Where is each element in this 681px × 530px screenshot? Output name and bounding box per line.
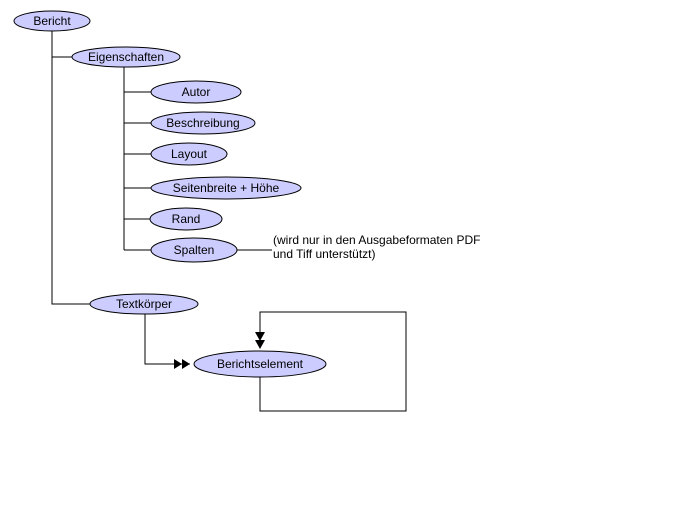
loop-arrow-head-2 [255,340,265,349]
node-bericht-label: Bericht [33,14,71,28]
connector-bericht-eigenschaften [51,30,72,58]
spalten-note-line-1: (wird nur in den Ausgabeformaten PDF [273,233,480,247]
node-beschreibung-label: Beschreibung [166,116,239,130]
node-berichtselement-label: Berichtselement [217,357,304,371]
node-eigenschaften: Eigenschaften [71,46,181,68]
node-textkoerper: Textkörper [89,293,199,315]
connectors [51,30,407,412]
node-seitenbreite-label: Seitenbreite + Höhe [173,181,280,195]
connector-berichtselement-loop [259,311,407,412]
node-beschreibung: Beschreibung [150,111,256,135]
node-rand: Rand [149,207,223,231]
node-bericht: Bericht [13,10,91,32]
double-arrow-head-1 [174,359,182,369]
node-seitenbreite: Seitenbreite + Höhe [150,176,302,200]
double-arrow-head-2 [182,359,190,369]
spalten-note: (wird nur in den Ausgabeformaten PDF und… [273,233,480,261]
node-autor: Autor [150,80,242,104]
node-eigenschaften-label: Eigenschaften [88,50,164,64]
node-autor-label: Autor [182,85,211,99]
connector-bericht-textkoerper [51,57,90,305]
node-rand-label: Rand [172,212,201,226]
connector-textkoerper-berichtselement [144,313,190,365]
node-berichtselement: Berichtselement [193,350,327,378]
spalten-note-line-2: und Tiff unterstützt) [273,247,376,261]
node-textkoerper-label: Textkörper [116,297,172,311]
node-layout: Layout [150,142,228,166]
loop-arrow-head-1 [255,332,265,341]
node-spalten: Spalten [150,237,238,263]
node-layout-label: Layout [171,147,208,161]
node-spalten-label: Spalten [174,243,215,257]
